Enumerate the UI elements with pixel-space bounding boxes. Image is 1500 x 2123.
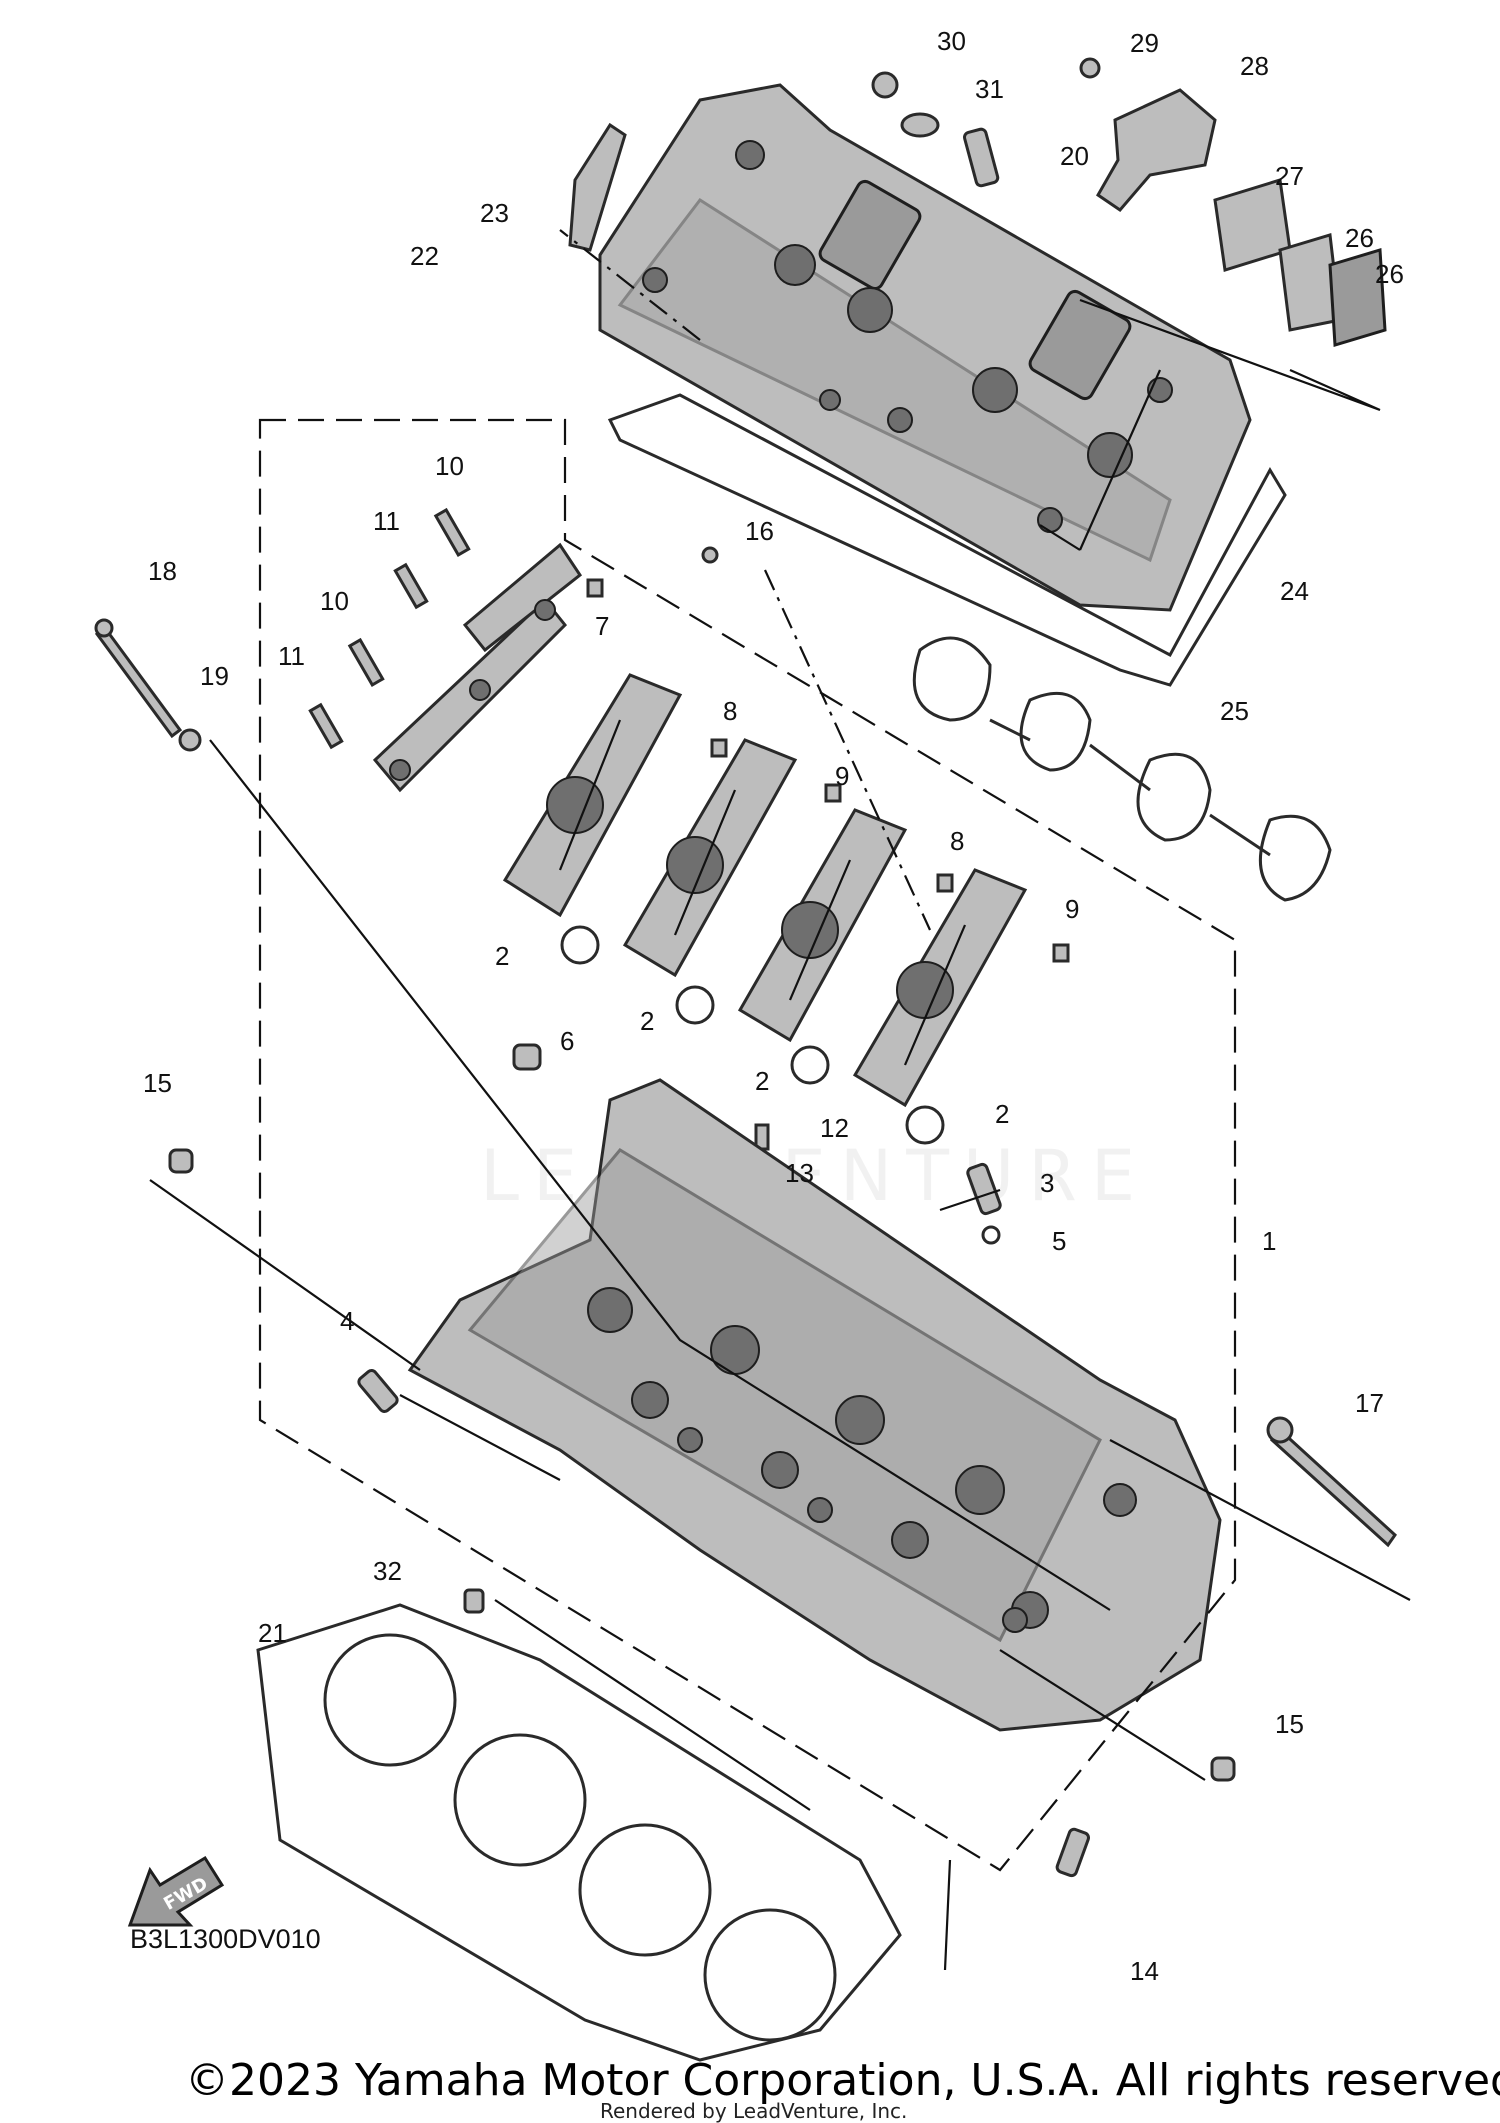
callout-2-d: 2	[995, 1099, 1009, 1129]
copyright-notice: ©2023 Yamaha Motor Corporation, U.S.A. A…	[185, 2055, 1500, 2106]
callout-22: 22	[410, 241, 439, 271]
callout-14: 14	[1130, 1956, 1159, 1986]
callout-5: 5	[1052, 1226, 1066, 1256]
callout-11-a: 11	[373, 506, 400, 536]
callout-8-a: 8	[723, 696, 737, 726]
callout-1: 1	[1262, 1226, 1276, 1256]
callout-29: 29	[1130, 28, 1159, 58]
fwd-arrow: FWD	[127, 1855, 225, 1927]
callout-16: 16	[745, 516, 774, 546]
callout-7: 7	[595, 611, 609, 641]
callout-labels: 30 29 28 31 20 27 26 26 23 22 24 16 25 1…	[143, 26, 1404, 1986]
callout-13: 13	[785, 1158, 814, 1188]
callout-15-b: 15	[1275, 1709, 1304, 1739]
callout-31: 31	[975, 74, 1004, 104]
callout-2-c: 2	[755, 1066, 769, 1096]
callout-18: 18	[148, 556, 177, 586]
callout-32: 32	[373, 1556, 402, 1586]
callout-25: 25	[1220, 696, 1249, 726]
callout-17: 17	[1355, 1388, 1384, 1418]
callout-15-a: 15	[143, 1068, 172, 1098]
rendered-by-notice: Rendered by LeadVenture, Inc.	[600, 2099, 907, 2123]
callout-3: 3	[1040, 1168, 1054, 1198]
diagram-code: B3L1300DV010	[130, 1924, 321, 1954]
callout-6: 6	[560, 1026, 574, 1056]
upper-small-parts	[568, 57, 1387, 347]
callout-19: 19	[200, 661, 229, 691]
callout-9-b: 9	[1065, 894, 1079, 924]
spark-plug-gasket-set	[912, 636, 1332, 902]
cylinder-head-gasket	[256, 1603, 902, 2062]
callout-4: 4	[340, 1306, 354, 1336]
callout-27: 27	[1275, 161, 1304, 191]
callout-8-b: 8	[950, 826, 964, 856]
callout-26-b: 26	[1375, 259, 1404, 289]
callout-12: 12	[820, 1113, 849, 1143]
callout-11-b: 11	[278, 641, 305, 671]
callout-20: 20	[1060, 141, 1089, 171]
callout-28: 28	[1240, 51, 1269, 81]
callout-23: 23	[480, 198, 509, 228]
callout-26-a: 26	[1345, 223, 1374, 253]
callout-2-b: 2	[640, 1006, 654, 1036]
callout-9-a: 9	[835, 761, 849, 791]
retaining-clips	[560, 925, 945, 1145]
cylinder-head-cover	[598, 83, 1252, 612]
callout-21: 21	[258, 1618, 287, 1648]
callout-10-b: 10	[320, 586, 349, 616]
head-cover-gasket	[607, 393, 1287, 687]
callout-24: 24	[1280, 576, 1309, 606]
leader-lines	[149, 229, 1411, 1971]
callout-10-a: 10	[435, 451, 464, 481]
bolts	[94, 507, 1397, 1878]
camshaft-caps	[372, 542, 583, 793]
callout-30: 30	[937, 26, 966, 56]
callout-2-a: 2	[495, 941, 509, 971]
